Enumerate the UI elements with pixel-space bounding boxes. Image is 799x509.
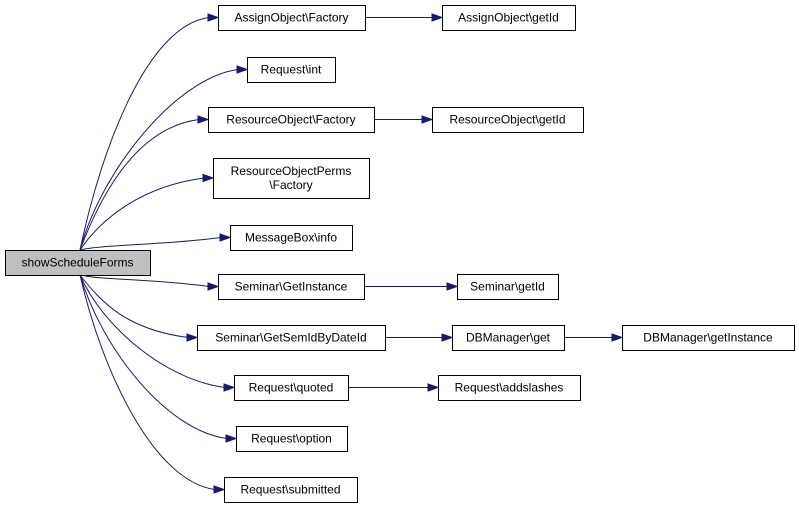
node-label: ResourceObject\Factory (226, 113, 355, 127)
node-box (197, 325, 386, 351)
node-request-int[interactable]: Request\int (247, 57, 336, 83)
node-label: Request\addslashes (455, 381, 564, 395)
node-seminar-get-id[interactable]: Seminar\getId (457, 274, 559, 300)
node-box (208, 107, 375, 133)
node-box (218, 5, 366, 31)
edge-show-schedule-forms-to-request-quoted (79, 274, 236, 392)
node-label: AssignObject\Factory (234, 11, 348, 25)
edge-show-schedule-forms-to-seminar-get-instance (79, 274, 220, 291)
node-box (457, 274, 559, 300)
edge-show-schedule-forms-to-perms-factory (79, 173, 215, 251)
edge-show-schedule-forms-to-request-submitted (79, 274, 226, 494)
edge-show-schedule-forms-to-request-int (79, 65, 249, 251)
call-edges (79, 13, 624, 494)
node-assign-factory[interactable]: AssignObject\Factory (218, 5, 366, 31)
node-label: MessageBox\info (245, 231, 337, 245)
edge-show-schedule-forms-to-message-info (79, 233, 232, 251)
node-db-get[interactable]: DBManager\get (452, 325, 565, 351)
edge-assign-factory-to-assign-get-id (365, 13, 444, 22)
node-label: Seminar\getId (470, 280, 545, 294)
node-label: Request\option (251, 432, 332, 446)
node-label: DBManager\get (466, 331, 551, 345)
node-perms-factory[interactable]: ResourceObjectPerms\Factory (213, 158, 370, 199)
node-box (452, 325, 565, 351)
node-label: AssignObject\getId (458, 11, 559, 25)
call-nodes: showScheduleForms AssignObject\Factory Ass… (5, 5, 795, 503)
node-box (5, 250, 151, 276)
node-box (236, 426, 348, 452)
node-box (622, 325, 795, 351)
edge-resource-factory-to-resource-get-id (374, 115, 434, 124)
node-request-quoted[interactable]: Request\quoted (234, 375, 349, 401)
node-box (247, 57, 336, 83)
node-resource-get-id[interactable]: ResourceObject\getId (432, 107, 584, 133)
edge-show-schedule-forms-to-resource-factory (79, 115, 210, 251)
node-label: ResourceObjectPerms (231, 164, 352, 178)
edge-seminar-get-instance-to-seminar-get-id (364, 282, 459, 291)
node-label: ResourceObject\getId (449, 113, 565, 127)
node-box (442, 5, 576, 31)
edge-seminar-get-sem-id-to-db-get (385, 333, 454, 342)
node-box (234, 375, 349, 401)
edge-show-schedule-forms-to-request-option (79, 274, 238, 443)
node-box (218, 274, 365, 300)
node-db-get-instance[interactable]: DBManager\getInstance (622, 325, 795, 351)
node-label: Request\quoted (249, 381, 334, 395)
node-message-info[interactable]: MessageBox\info (230, 225, 353, 251)
node-seminar-get-sem-id[interactable]: Seminar\GetSemIdByDateId (197, 325, 386, 351)
node-show-schedule-forms[interactable]: showScheduleForms (5, 250, 151, 276)
node-request-submitted[interactable]: Request\submitted (224, 477, 358, 503)
edge-show-schedule-forms-to-assign-factory (79, 13, 220, 251)
node-request-addslashes[interactable]: Request\addslashes (438, 375, 581, 401)
node-assign-get-id[interactable]: AssignObject\getId (442, 5, 576, 31)
node-box (213, 158, 370, 199)
node-label: Seminar\GetInstance (235, 280, 348, 294)
node-box (230, 225, 353, 251)
node-label: DBManager\getInstance (643, 331, 773, 345)
node-box (224, 477, 358, 503)
node-label: Seminar\GetSemIdByDateId (215, 331, 366, 345)
node-label: \Factory (269, 178, 312, 192)
edge-show-schedule-forms-to-seminar-get-sem-id (79, 274, 199, 342)
node-label: showScheduleForms (21, 256, 133, 270)
edge-request-quoted-to-request-addslashes (348, 383, 440, 392)
node-label: Request\submitted (240, 483, 340, 497)
node-seminar-get-instance[interactable]: Seminar\GetInstance (218, 274, 365, 300)
node-box (432, 107, 584, 133)
node-label: Request\int (261, 63, 322, 77)
node-resource-factory[interactable]: ResourceObject\Factory (208, 107, 375, 133)
node-box (438, 375, 581, 401)
edge-db-get-to-db-get-instance (564, 333, 624, 342)
node-request-option[interactable]: Request\option (236, 426, 348, 452)
